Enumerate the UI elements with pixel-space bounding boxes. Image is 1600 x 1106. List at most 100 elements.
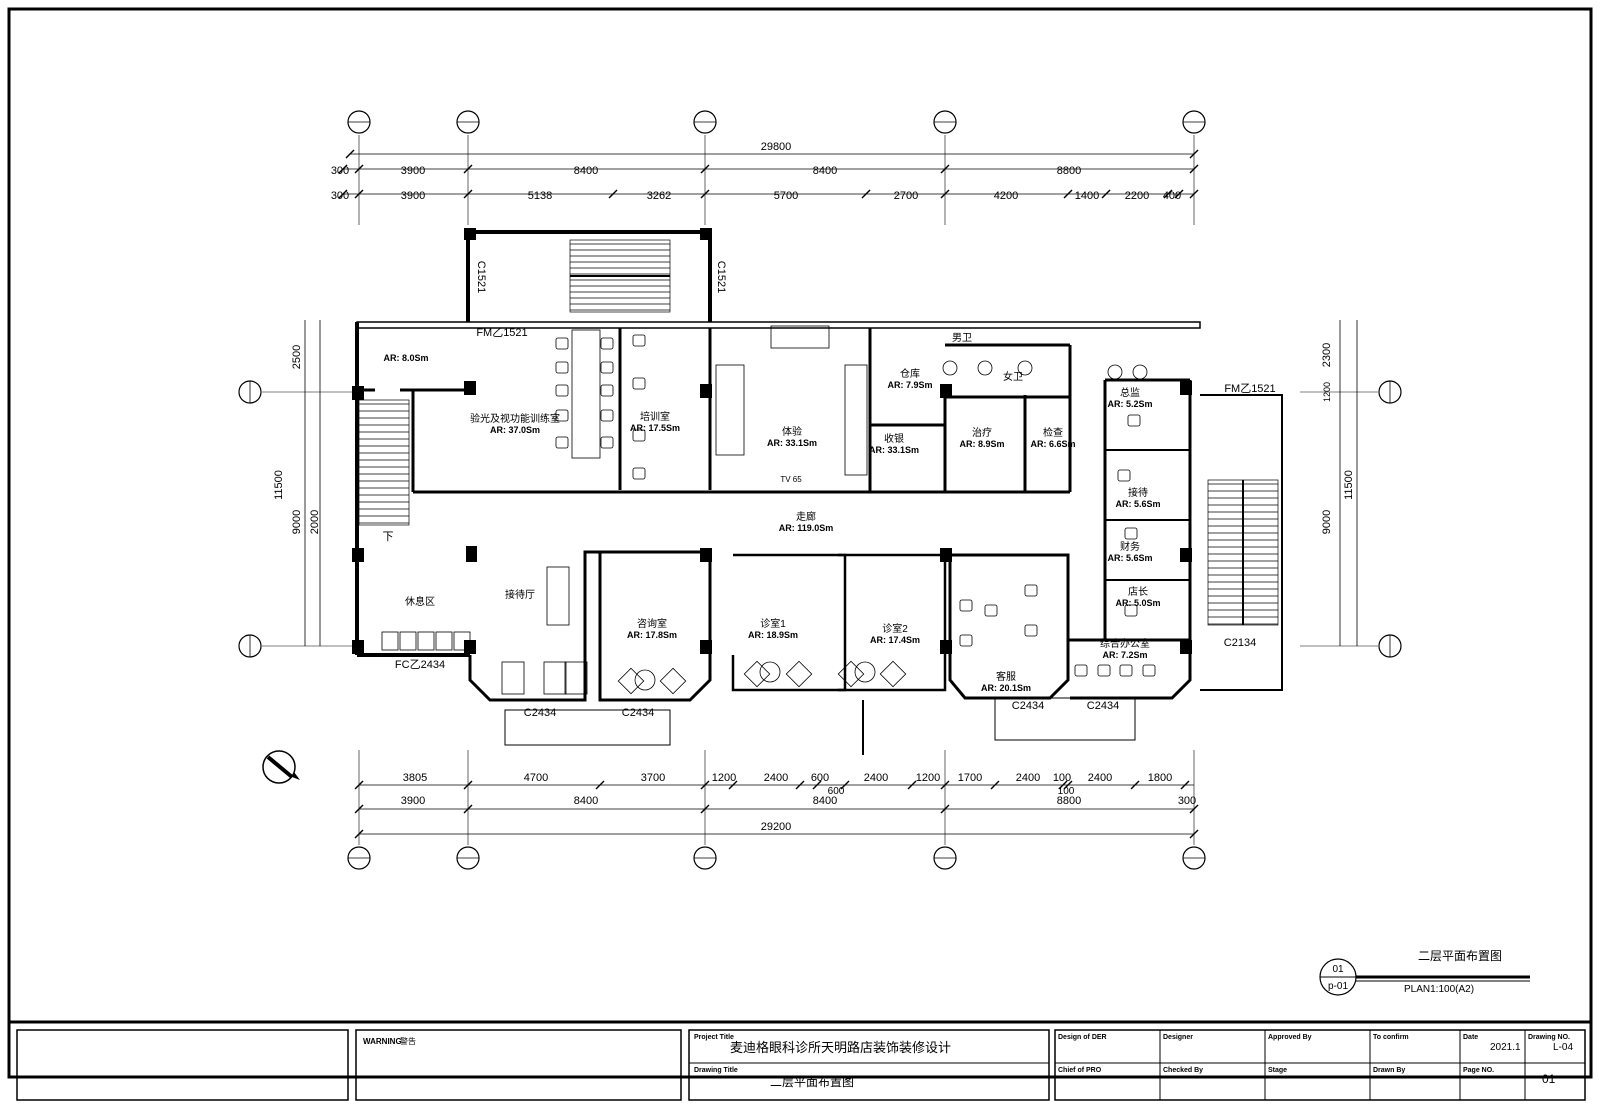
dim-text: 2300 (1321, 343, 1333, 367)
tv-label: TV 65 (780, 475, 802, 484)
room-name: 接待厅 (505, 588, 535, 601)
room-name: 女卫 (1003, 370, 1023, 383)
tb-date-label: Date (1463, 1034, 1478, 1041)
dim-text: 300 (331, 190, 349, 202)
dimension-lines (304, 153, 1358, 835)
room-area: AR: 5.0Sm (1115, 598, 1160, 608)
stair-down-label: 下 (383, 531, 394, 543)
dimension-ticks (338, 149, 1199, 839)
room-area: AR: 17.8Sm (627, 630, 677, 640)
dim-text: 8400 (813, 795, 837, 807)
opening-label: FM乙1521 (1224, 382, 1275, 395)
tb-to-confirm: To confirm (1373, 1034, 1409, 1041)
furniture (381, 325, 1156, 695)
room-name: 仓库 (900, 367, 920, 380)
room-name: 综合办公室 (1100, 637, 1150, 650)
axis-bubble-icon (1378, 634, 1402, 658)
room-name: 男卫 (952, 332, 972, 344)
dim-text: 600 (828, 786, 845, 797)
tb-approved-by: Approved By (1268, 1034, 1312, 1041)
axis-bubble-icon (1182, 846, 1206, 870)
dim-text: 1200 (1322, 382, 1332, 402)
drawing-label-title: 二层平面布置图 (1418, 949, 1502, 963)
opening-label: C2434 (1087, 700, 1119, 712)
warning-cn: 警告 (400, 1036, 416, 1046)
dim-text: 3262 (647, 190, 671, 202)
axis-bubble-icon (933, 846, 957, 870)
dim-text: 4200 (994, 190, 1018, 202)
axis-bubble-icon (1182, 110, 1206, 134)
dim-text: 8400 (813, 165, 837, 177)
axis-bubble-icon (933, 110, 957, 134)
drawing-label-scale: PLAN1:100(A2) (1404, 984, 1474, 995)
room-area: AR: 17.5Sm (630, 423, 680, 433)
axis-bubble-icon (456, 846, 480, 870)
dim-text: 4700 (524, 772, 548, 784)
warning-label: WARNING (363, 1037, 402, 1046)
room-name: 诊室1 (760, 617, 786, 630)
tb-drawn-by: Drawn By (1373, 1067, 1405, 1074)
dim-text: 3700 (641, 772, 665, 784)
opening-label: C2134 (1224, 637, 1256, 649)
room-name: 接待 (1128, 486, 1148, 499)
tb-drawing-no: L-04 (1553, 1042, 1573, 1053)
dim-text: 2400 (764, 772, 788, 784)
dim-text: 11500 (1343, 470, 1355, 500)
walls (355, 230, 1283, 755)
opening-label: FC乙2434 (395, 658, 445, 671)
opening-label: C1521 (475, 261, 487, 293)
dim-text: 1400 (1075, 190, 1099, 202)
room-area: AR: 37.0Sm (490, 425, 540, 435)
tb-page-no-label: Page NO. (1463, 1067, 1494, 1074)
opening-label: C1521 (715, 261, 727, 293)
dim-text: 2000 (309, 510, 321, 534)
dim-text: 9000 (1321, 510, 1333, 534)
tb-chief-of-pro: Chief of PRO (1058, 1067, 1102, 1074)
project-title: 麦迪格眼科诊所天明路店装饰装修设计 (730, 1040, 951, 1055)
opening-label: FM乙1521 (476, 326, 527, 339)
room-name: 检查 (1043, 426, 1063, 439)
room-area: AR: 33.1Sm (869, 445, 919, 455)
dim-text: 2400 (1016, 772, 1040, 784)
tb-stage: Stage (1268, 1067, 1287, 1074)
room-area: AR: 7.2Sm (1102, 650, 1147, 660)
room-area: AR: 6.6Sm (1030, 439, 1075, 449)
dim-text: 2200 (1125, 190, 1149, 202)
room-name: 治疗 (972, 426, 992, 439)
tb-design-of-der: Design of DER (1058, 1034, 1107, 1041)
stairs (358, 239, 1279, 626)
room-name: 客服 (996, 670, 1016, 683)
dim-text: 9000 (291, 510, 303, 534)
axis-bubble-icon (693, 110, 717, 134)
axis-lines (262, 135, 1378, 845)
dim-text: 1700 (958, 772, 982, 784)
room-name: 财务 (1120, 540, 1140, 553)
dim-text: 2400 (864, 772, 888, 784)
dim-text: 1800 (1148, 772, 1172, 784)
axis-bubble-icon (347, 110, 371, 134)
dim-text: 3900 (401, 165, 425, 177)
dim-text: 400 (1163, 190, 1181, 202)
room-name: 走廊 (796, 510, 816, 523)
title-block (7, 1020, 1593, 1101)
north-arrow-icon (262, 750, 300, 784)
dim-text: 2500 (291, 345, 303, 369)
room-name: 收银 (884, 432, 904, 445)
room-area: AR: 5.2Sm (1107, 399, 1152, 409)
axis-bubble-icon (238, 380, 262, 404)
room-name: 店长 (1128, 585, 1148, 598)
drawing-title: 二层平面布置图 (770, 1075, 854, 1089)
drawing-label-symbol (1319, 958, 1530, 996)
drawing-sheet-ref: p-01 (1328, 981, 1348, 992)
dim-text: 8400 (574, 795, 598, 807)
dim-text: 11500 (273, 470, 285, 500)
dim-text: 1200 (712, 772, 736, 784)
tb-drawing-no-label: Drawing NO. (1528, 1034, 1570, 1041)
dim-text: 300 (331, 165, 349, 177)
dim-text: 2700 (894, 190, 918, 202)
room-name: 总监 (1120, 386, 1140, 399)
room-name: 咨询室 (637, 617, 667, 630)
dim-text: 3900 (401, 190, 425, 202)
